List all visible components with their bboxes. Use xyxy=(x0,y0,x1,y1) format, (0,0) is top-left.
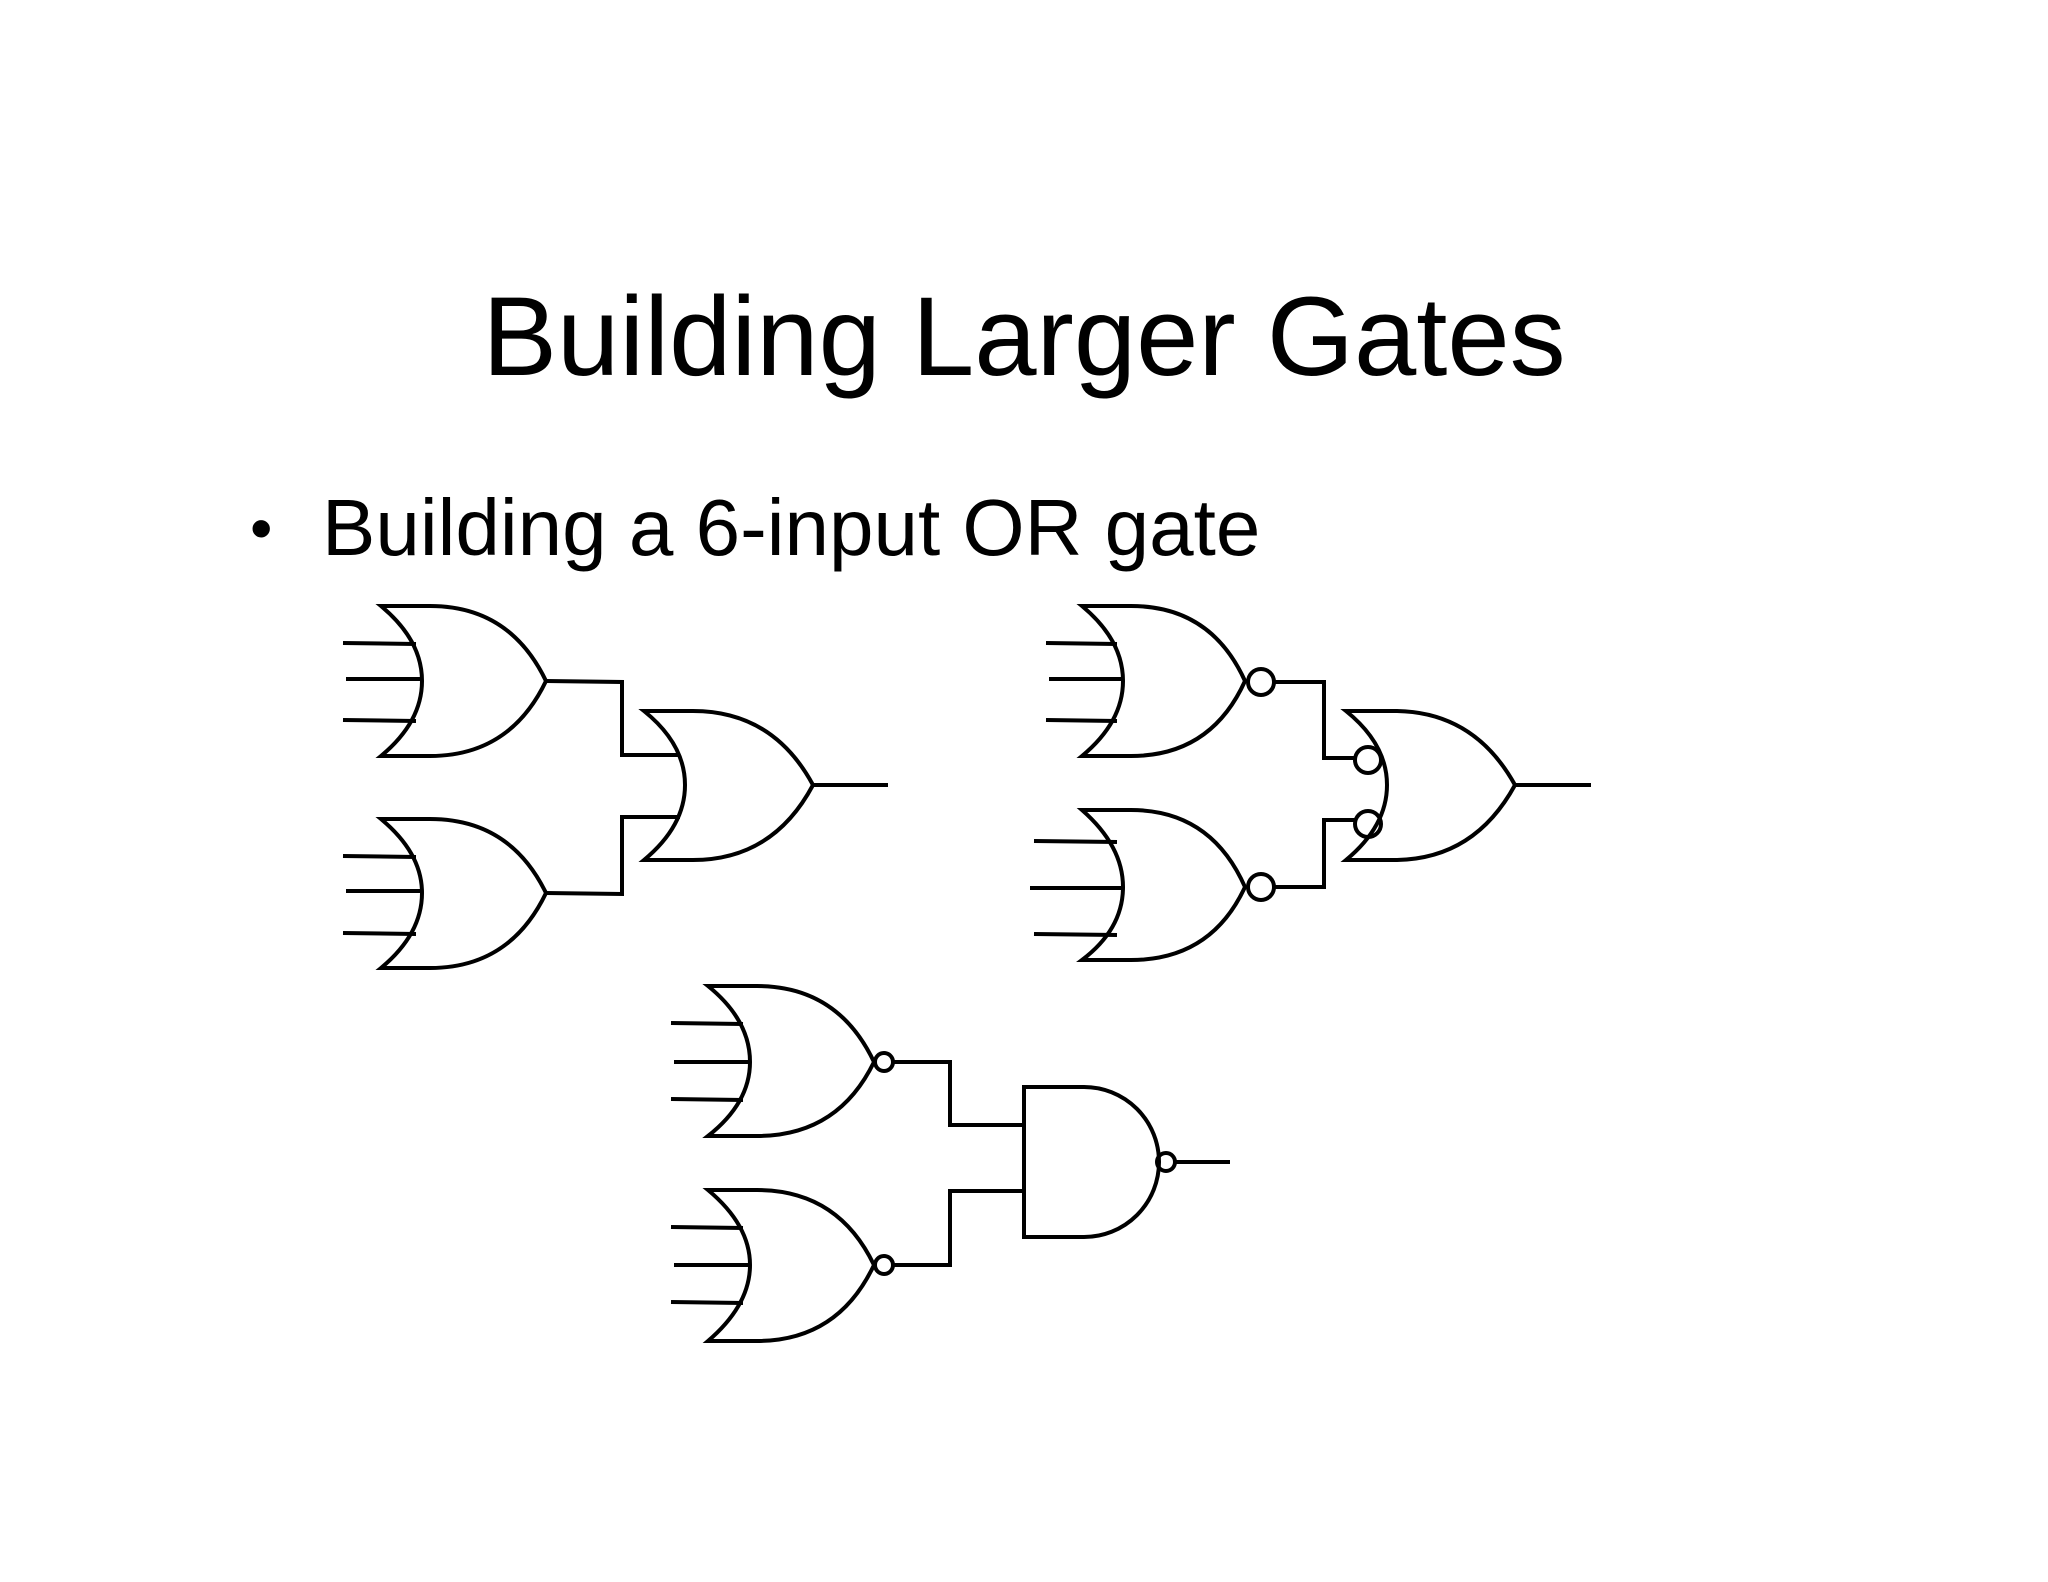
bubbled-or-gate xyxy=(1340,709,1591,862)
nor-bubbled-or-circuit xyxy=(1030,604,1591,962)
bullet-text: Building a 6-input OR gate xyxy=(322,483,1261,572)
or-gate-2 xyxy=(342,817,549,970)
nor-gate-3 xyxy=(670,984,895,1138)
bullet-marker: • xyxy=(250,492,273,564)
bullet-item: • Building a 6-input OR gate xyxy=(250,480,1260,576)
or-tree-circuit xyxy=(342,604,888,970)
inversion-bubble xyxy=(873,1051,895,1073)
or-gate-3 xyxy=(638,709,816,862)
inversion-bubble xyxy=(1246,667,1276,697)
nor-gate-2 xyxy=(1030,808,1276,962)
wires xyxy=(893,1060,1024,1267)
nand-gate xyxy=(1022,1085,1230,1239)
nor-gate-1 xyxy=(1045,604,1276,758)
inversion-bubble xyxy=(873,1254,895,1276)
nor-nand-circuit xyxy=(670,984,1230,1343)
inversion-bubble xyxy=(1246,872,1276,902)
or-gate-1 xyxy=(342,604,549,758)
wires xyxy=(545,679,888,897)
wires xyxy=(1274,680,1355,889)
slide-title: Building Larger Gates xyxy=(482,274,1566,399)
nor-gate-4 xyxy=(670,1188,895,1343)
inversion-bubble xyxy=(1353,745,1383,775)
inversion-bubble xyxy=(1353,809,1383,839)
